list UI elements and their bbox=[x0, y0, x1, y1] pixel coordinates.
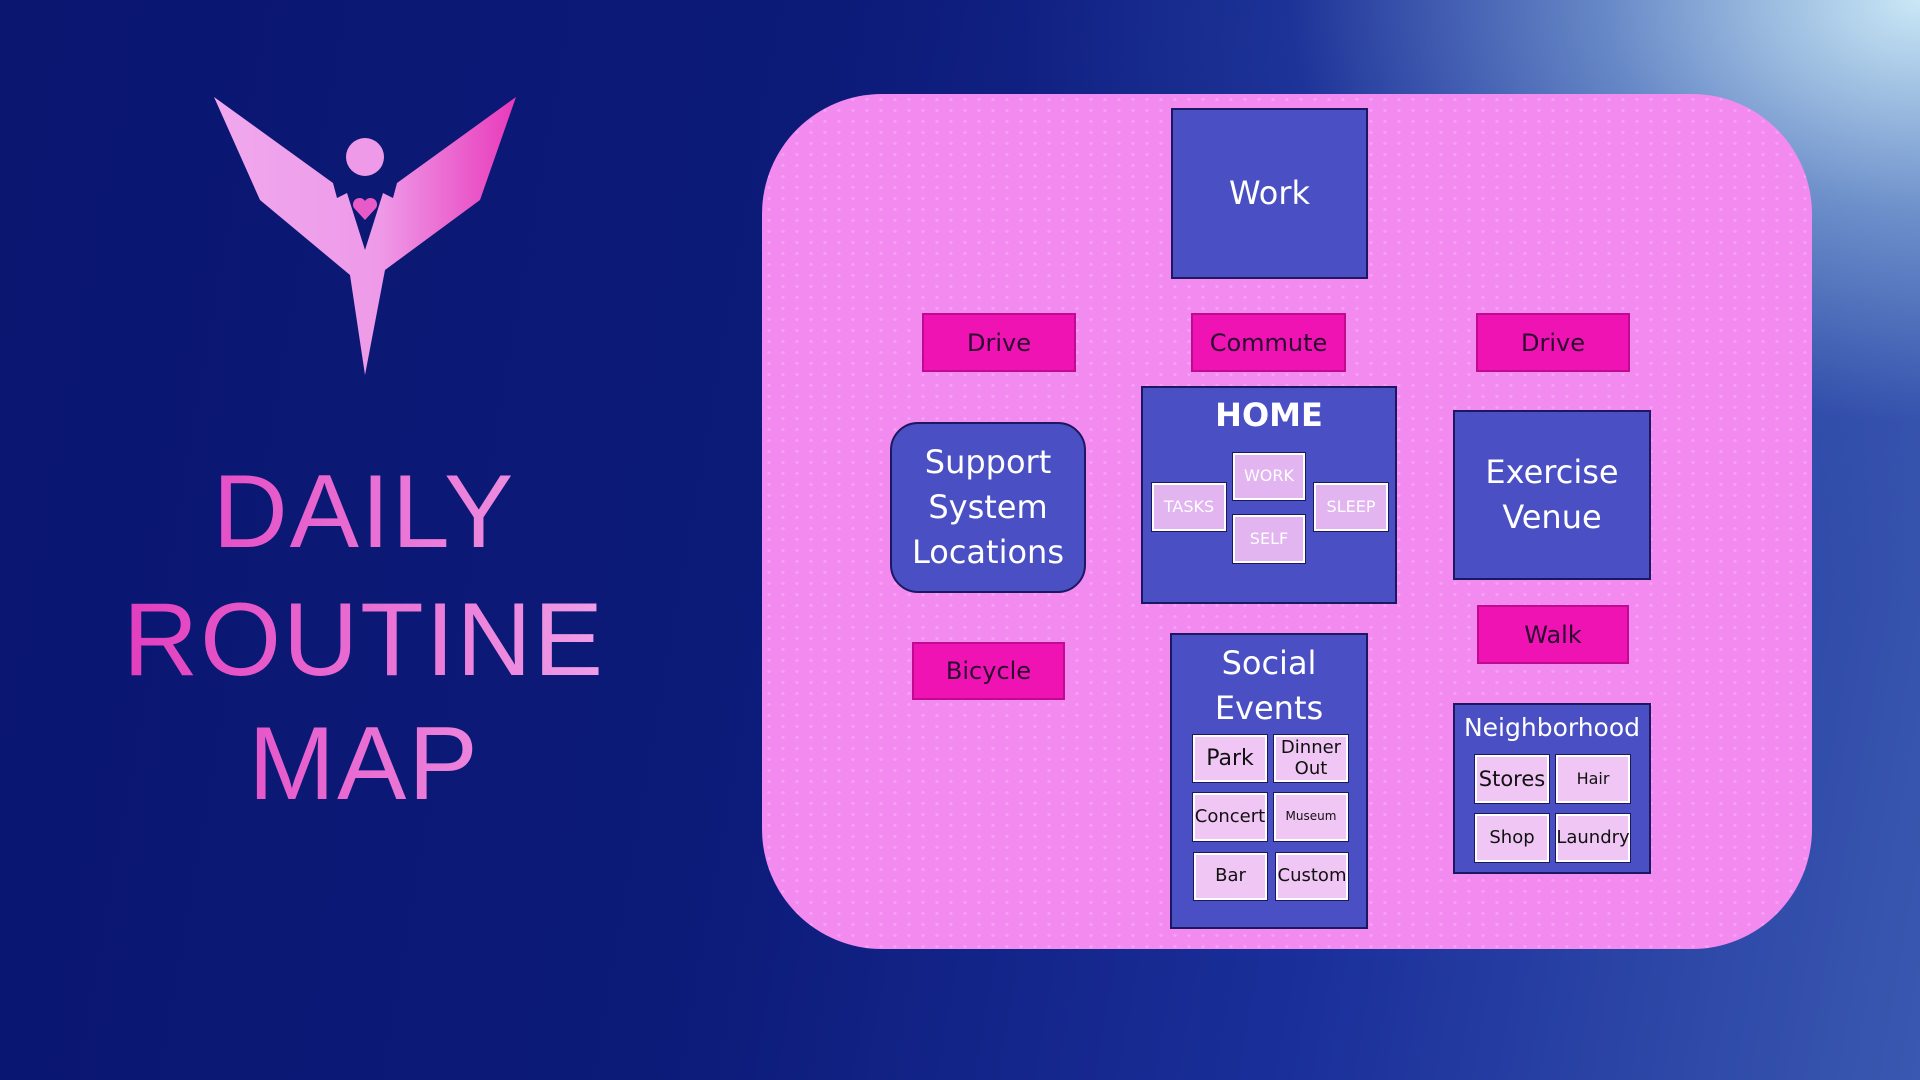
exercise-venue[interactable]: Exercise Venue bbox=[1453, 410, 1651, 580]
transport-drive-right[interactable]: Drive bbox=[1476, 313, 1630, 372]
social-park[interactable]: Park bbox=[1192, 734, 1268, 783]
home-tasks[interactable]: TASKS bbox=[1151, 482, 1227, 532]
social-line1: Social bbox=[1221, 644, 1317, 682]
home-title: HOME bbox=[1215, 396, 1323, 434]
exercise-line1: Exercise bbox=[1485, 453, 1619, 492]
support-line1: Support bbox=[924, 443, 1052, 482]
title-daily: DAILY bbox=[114, 460, 614, 564]
home-sleep[interactable]: SLEEP bbox=[1313, 482, 1389, 532]
transport-commute[interactable]: Commute bbox=[1191, 313, 1346, 372]
transport-drive-left[interactable]: Drive bbox=[922, 313, 1076, 372]
title-routine: ROUTINE bbox=[114, 588, 614, 692]
support-line3: Locations bbox=[911, 532, 1064, 571]
exercise-line2: Venue bbox=[1502, 498, 1602, 536]
work-location[interactable]: Work bbox=[1171, 108, 1368, 279]
neighborhood-stores[interactable]: Stores bbox=[1474, 754, 1550, 804]
angel-logo bbox=[214, 97, 516, 375]
neighborhood-title: Neighborhood bbox=[1463, 713, 1641, 742]
social-bar[interactable]: Bar bbox=[1193, 852, 1268, 901]
transport-bicycle[interactable]: Bicycle bbox=[912, 642, 1065, 700]
neighborhood-laundry[interactable]: Laundry bbox=[1555, 813, 1631, 863]
home-work[interactable]: WORK bbox=[1232, 452, 1306, 501]
social-museum[interactable]: Museum bbox=[1273, 792, 1349, 842]
social-line2: Events bbox=[1214, 688, 1324, 727]
neighborhood-hair[interactable]: Hair bbox=[1555, 754, 1631, 804]
neighborhood-shop[interactable]: Shop bbox=[1474, 813, 1550, 863]
title-map: MAP bbox=[114, 712, 614, 816]
support-system-locations[interactable]: Support System Locations bbox=[890, 422, 1086, 593]
support-line2: System bbox=[928, 488, 1048, 527]
transport-walk[interactable]: Walk bbox=[1477, 605, 1629, 664]
home-self[interactable]: SELF bbox=[1232, 514, 1306, 564]
social-custom[interactable]: Custom bbox=[1275, 852, 1349, 901]
social-concert[interactable]: Concert bbox=[1192, 792, 1268, 842]
social-dinner-out[interactable]: Dinner Out bbox=[1273, 734, 1349, 783]
